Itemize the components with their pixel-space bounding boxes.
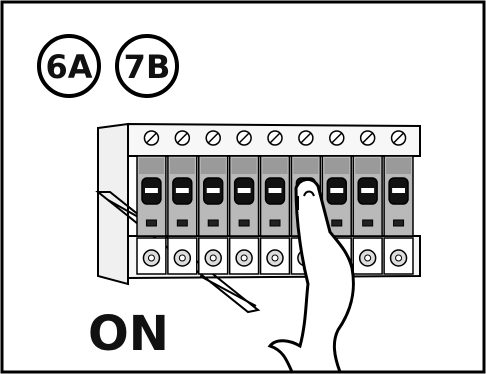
step-label-6a: 6A <box>45 48 92 86</box>
step-badge-6a: 6A <box>39 36 99 96</box>
indicator-window <box>270 220 280 226</box>
indicator-window <box>332 220 342 226</box>
indicator-window <box>146 220 156 226</box>
indicator-window <box>394 220 404 226</box>
indicator-window <box>363 220 373 226</box>
step-label-7b: 7B <box>124 48 171 86</box>
indicator-window <box>177 220 187 226</box>
status-label-on: ON <box>88 306 169 362</box>
step-badge-7b: 7B <box>117 36 177 96</box>
indicator-window <box>208 220 218 226</box>
indicator-window <box>239 220 249 226</box>
